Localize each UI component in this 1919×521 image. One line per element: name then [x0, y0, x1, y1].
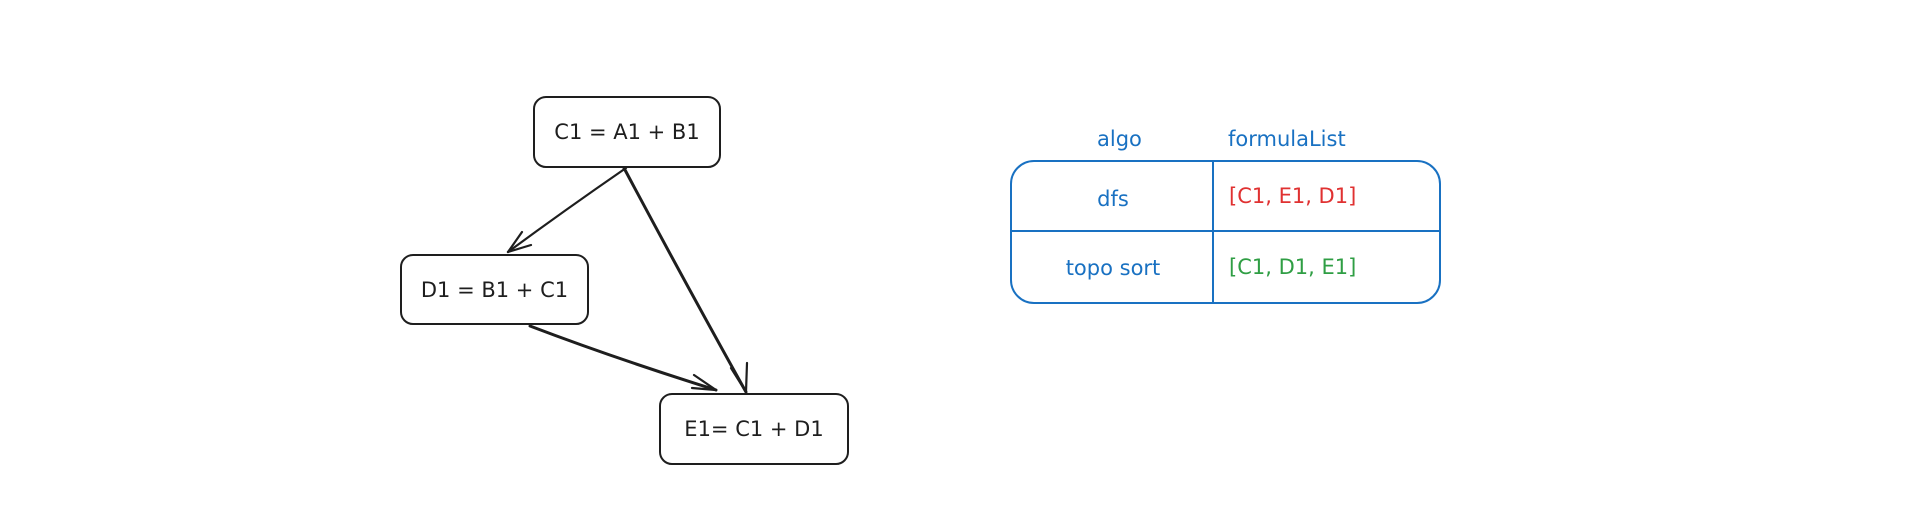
table-row-divider — [1012, 230, 1439, 232]
table-row-2-algo: topo sort — [1065, 256, 1161, 280]
node-e1[interactable]: E1= C1 + D1 — [659, 393, 849, 465]
arrow-c1-to-e1 — [622, 166, 749, 394]
node-c1[interactable]: C1 = A1 + B1 — [533, 96, 721, 168]
table-column-divider — [1212, 162, 1214, 302]
node-c1-label: C1 = A1 + B1 — [554, 120, 700, 144]
table-row-1-algo: dfs — [1097, 187, 1129, 211]
table-row-2-formula-list: [C1, D1, E1] — [1229, 255, 1357, 279]
algo-comparison-table: dfs [C1, E1, D1] topo sort [C1, D1, E1] — [1010, 160, 1441, 304]
node-d1-label: D1 = B1 + C1 — [420, 277, 569, 302]
table-header-algo: algo — [1097, 127, 1142, 151]
node-d1[interactable]: D1 = B1 + C1 — [400, 254, 589, 325]
table-header-formula-list: formulaList — [1228, 127, 1346, 151]
arrow-d1-to-e1 — [528, 324, 718, 392]
arrow-c1-to-d1 — [506, 166, 628, 254]
table-row-1-formula-list: [C1, E1, D1] — [1229, 184, 1357, 208]
node-e1-label: E1= C1 + D1 — [684, 417, 824, 441]
